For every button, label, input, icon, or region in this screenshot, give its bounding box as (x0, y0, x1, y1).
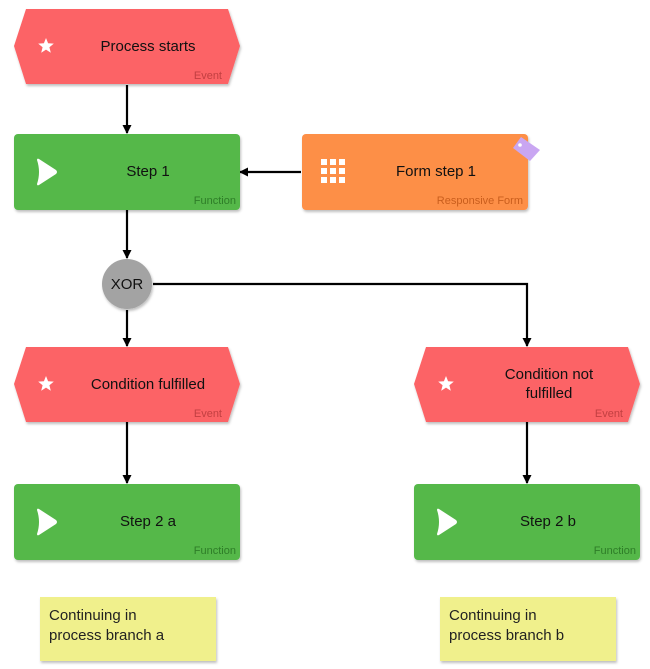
event-type-label: Event (595, 408, 623, 420)
play-icon (437, 508, 457, 536)
connector-xor-to-condition-not-fulfilled[interactable] (153, 282, 532, 347)
function-step-2b-label: Step 2 b (520, 513, 576, 530)
function-step-2a[interactable]: Step 2 a Function (14, 484, 240, 560)
event-process-starts[interactable]: Process starts Event (14, 9, 240, 84)
event-condition-fulfilled[interactable]: Condition fulfilled Event (14, 347, 240, 422)
function-step-1[interactable]: Step 1 Function (14, 134, 240, 210)
connectors (122, 85, 532, 484)
function-type-label: Function (194, 195, 236, 207)
event-condition-not-fulfilled-label-line1: Condition not (505, 366, 594, 383)
note-branch-a-line2: process branch a (49, 627, 165, 644)
note-branch-b-line2: process branch b (449, 627, 564, 644)
event-condition-not-fulfilled-label-line2: fulfilled (526, 385, 573, 402)
function-type-label: Function (594, 545, 636, 557)
note-branch-a[interactable]: Continuing in process branch a (40, 597, 216, 661)
note-branch-b[interactable]: Continuing in process branch b (440, 597, 616, 661)
form-step-1[interactable]: Form step 1 Responsive Form (302, 134, 540, 210)
form-step-1-label: Form step 1 (396, 163, 476, 180)
function-shape (14, 484, 240, 560)
tag-icon (513, 137, 540, 161)
xor-gateway[interactable]: XOR (102, 259, 152, 309)
function-shape (414, 484, 640, 560)
event-process-starts-label: Process starts (100, 38, 195, 55)
function-type-label: Function (194, 545, 236, 557)
function-shape (14, 134, 240, 210)
grid-icon (321, 159, 345, 183)
xor-label: XOR (111, 276, 144, 293)
event-shape (414, 347, 640, 422)
function-step-2a-label: Step 2 a (120, 513, 177, 530)
event-shape (14, 9, 240, 84)
star-icon (38, 38, 54, 53)
event-condition-not-fulfilled[interactable]: Condition not fulfilled Event (414, 347, 640, 422)
event-type-label: Event (194, 408, 222, 420)
event-type-label: Event (194, 70, 222, 82)
function-step-1-label: Step 1 (126, 163, 169, 180)
event-condition-fulfilled-label: Condition fulfilled (91, 376, 205, 393)
star-icon (438, 376, 454, 391)
form-shape (302, 134, 528, 210)
note-shape (40, 597, 216, 661)
gateway-shape (102, 259, 152, 309)
star-icon (38, 376, 54, 391)
note-branch-a-line1: Continuing in (49, 607, 137, 624)
play-icon (37, 508, 57, 536)
note-shape (440, 597, 616, 661)
event-shape (14, 347, 240, 422)
note-branch-b-line1: Continuing in (449, 607, 537, 624)
function-step-2b[interactable]: Step 2 b Function (414, 484, 640, 560)
form-type-label: Responsive Form (437, 195, 523, 207)
play-icon (37, 158, 57, 186)
